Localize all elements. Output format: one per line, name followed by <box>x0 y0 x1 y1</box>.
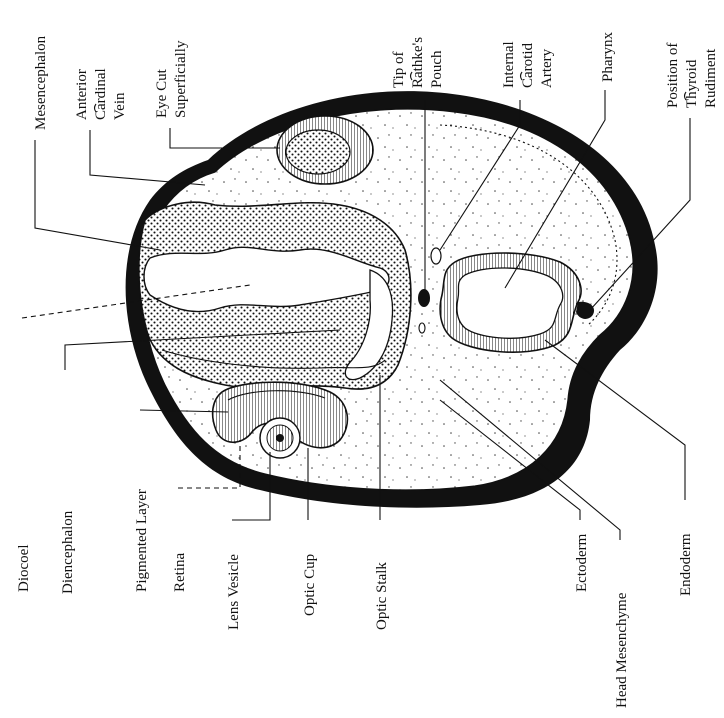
label-internal-carotid-artery: Internal Carotid Artery <box>501 38 555 88</box>
label-optic-stalk: Optic Stalk <box>374 562 390 630</box>
label-eye-cut-superficially: Eye Cut Superficially <box>154 40 189 118</box>
label-retina: Retina <box>172 553 188 592</box>
label-anterior-cardinal-vein: Anterior Cardinal Vein <box>74 65 128 120</box>
label-ectoderm: Ectoderm <box>574 533 590 592</box>
label-tip-of-rathkes-pouch: Tip of Rathke's Pouch <box>391 33 445 88</box>
label-pharynx: Pharynx <box>600 32 616 82</box>
label-diencephalon: Diencephalon <box>60 510 76 594</box>
label-position-of-thyroid-rudiment: Position of Thyroid Rudiment <box>665 39 719 108</box>
label-pigmented-layer: Pigmented Layer <box>134 489 150 592</box>
label-mesencephalon: Mesencephalon <box>33 35 49 130</box>
eye-superficial <box>277 116 373 184</box>
label-head-mesenchyme: Head Mesenchyme <box>614 592 630 708</box>
brain-wall <box>139 202 411 389</box>
label-lens-vesicle: Lens Vesicle <box>226 554 242 630</box>
label-diocoel: Diocoel <box>16 545 32 592</box>
label-endoderm: Endoderm <box>678 533 694 596</box>
label-optic-cup: Optic Cup <box>302 554 318 616</box>
